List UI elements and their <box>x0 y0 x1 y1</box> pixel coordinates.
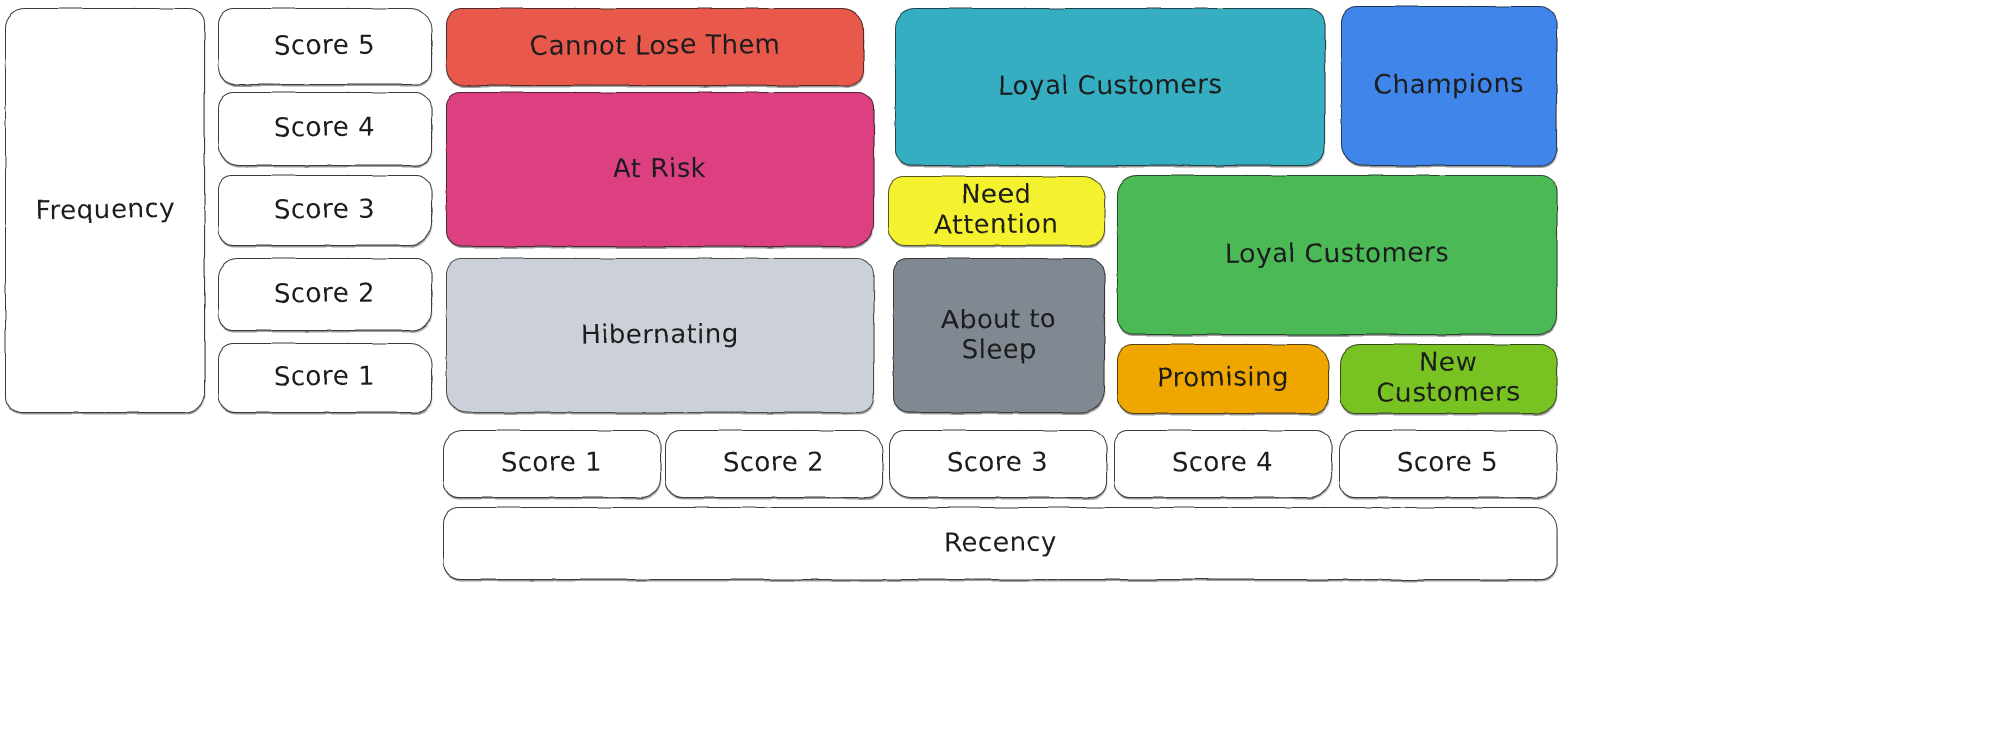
segment-need-attention[interactable]: Need Attention <box>888 176 1105 246</box>
recency-score-5-cell[interactable]: Score 5 <box>1339 430 1557 498</box>
frequency-score-5-cell[interactable]: Score 5 <box>218 8 432 85</box>
recency-score-2-cell[interactable]: Score 2 <box>665 430 883 498</box>
recency-score-1-cell[interactable]: Score 1 <box>443 430 661 498</box>
segment-promising[interactable]: Promising <box>1117 344 1329 414</box>
frequency-score-3-cell[interactable]: Score 3 <box>218 175 432 246</box>
frequency-score-1-cell[interactable]: Score 1 <box>218 343 432 413</box>
segment-hibernating[interactable]: Hibernating <box>446 258 874 413</box>
segment-loyal-customers-green[interactable]: Loyal Customers <box>1117 175 1557 335</box>
frequency-score-4-cell[interactable]: Score 4 <box>218 92 432 166</box>
frequency-axis-label: Frequency <box>5 8 205 413</box>
segment-loyal-customers-teal[interactable]: Loyal Customers <box>895 8 1325 166</box>
segment-cannot-lose-them[interactable]: Cannot Lose Them <box>446 8 864 86</box>
recency-score-3-cell[interactable]: Score 3 <box>889 430 1107 498</box>
recency-score-4-cell[interactable]: Score 4 <box>1114 430 1332 498</box>
segment-at-risk[interactable]: At Risk <box>446 92 874 247</box>
segment-new-customers[interactable]: New Customers <box>1340 344 1557 414</box>
segment-champions[interactable]: Champions <box>1341 6 1557 166</box>
frequency-score-2-cell[interactable]: Score 2 <box>218 258 432 331</box>
recency-axis-label: Recency <box>443 507 1557 580</box>
segment-about-to-sleep[interactable]: About to Sleep <box>893 258 1105 413</box>
